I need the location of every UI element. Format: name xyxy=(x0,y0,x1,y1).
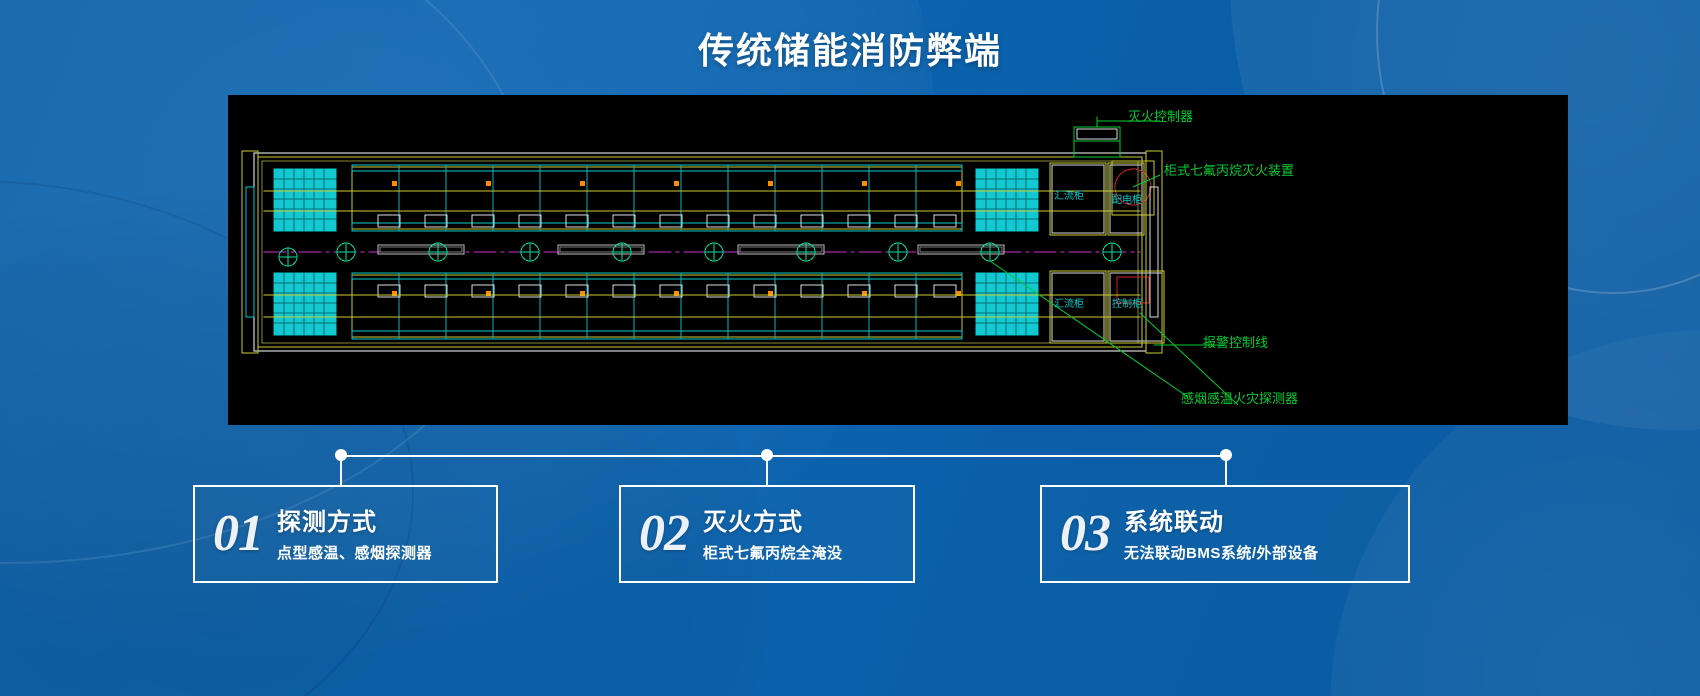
card-01[interactable]: 01 探测方式 点型感温、感烟探测器 xyxy=(193,485,498,583)
card-03[interactable]: 03 系统联动 无法联动BMS系统/外部设备 xyxy=(1040,485,1410,583)
cad-cabinet-1: 配电柜 xyxy=(1112,193,1142,206)
card-01-subtitle: 点型感温、感烟探测器 xyxy=(277,545,433,563)
connector-vertical-3 xyxy=(1225,455,1227,485)
cad-cabinet-0: 汇流柜 xyxy=(1054,189,1084,202)
card-02[interactable]: 02 灭火方式 柜式七氟丙烷全淹没 xyxy=(619,485,915,583)
cad-label-3: 感烟感温火灾探测器 xyxy=(1181,391,1298,406)
cad-label-2: 报警控制线 xyxy=(1203,335,1268,350)
connector-dot-3 xyxy=(1220,449,1232,461)
card-01-title: 探测方式 xyxy=(277,508,377,536)
cad-label-0: 灭火控制器 xyxy=(1128,109,1193,124)
card-03-number: 03 xyxy=(1060,505,1111,562)
card-02-subtitle: 柜式七氟丙烷全淹没 xyxy=(703,545,843,563)
cad-cabinet-3: 控制柜 xyxy=(1112,297,1142,310)
page-title: 传统储能消防弊端 xyxy=(697,30,1002,71)
connector-dot-1 xyxy=(335,449,347,461)
card-02-title: 灭火方式 xyxy=(703,508,803,536)
cad-cabinet-2: 汇流柜 xyxy=(1054,297,1084,310)
connector-horizontal xyxy=(340,455,1226,457)
connector-vertical-1 xyxy=(340,455,342,485)
cad-diagram-panel: 灭火控制器 柜式七氟丙烷灭火装置 报警控制线 感烟感温火灾探测器 汇流柜 配电柜… xyxy=(228,95,1568,425)
connector-vertical-2 xyxy=(766,455,768,485)
card-01-number: 01 xyxy=(213,505,264,562)
card-03-subtitle: 无法联动BMS系统/外部设备 xyxy=(1124,545,1319,563)
connector-dot-2 xyxy=(761,449,773,461)
card-02-number: 02 xyxy=(639,505,690,562)
card-03-title: 系统联动 xyxy=(1124,508,1224,536)
cad-label-1: 柜式七氟丙烷灭火装置 xyxy=(1164,163,1294,178)
